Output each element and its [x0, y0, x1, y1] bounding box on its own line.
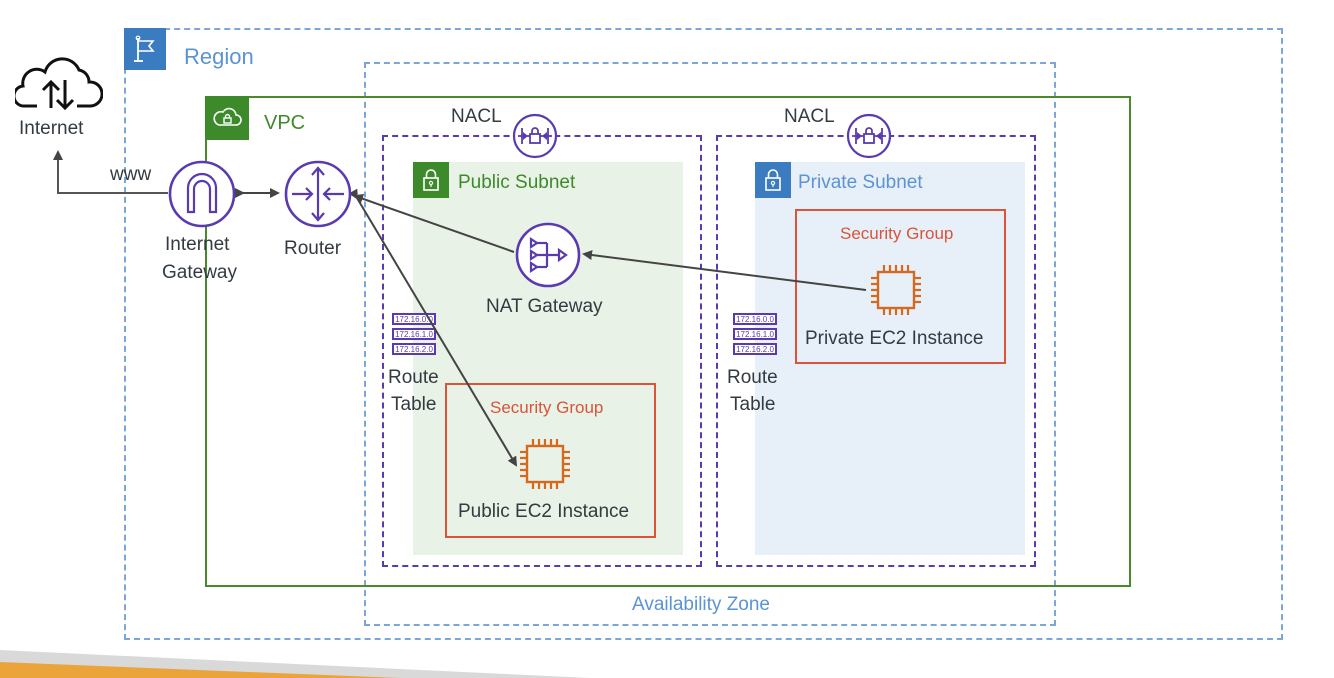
- router-icon: [284, 160, 352, 228]
- route-table-label-line1: Route: [727, 367, 778, 388]
- private-subnet-badge: [755, 162, 791, 198]
- region-boundary: [124, 28, 1283, 640]
- router-public-ec2-arrow: [348, 188, 518, 467]
- security-group-label-private: Security Group: [840, 224, 954, 243]
- private-ec2-to-nat-arrow: [582, 250, 867, 291]
- vpc-boundary: [205, 96, 1131, 587]
- cloud-upload-download-icon: [15, 57, 103, 111]
- internet-gateway-label-line1: Internet: [165, 234, 230, 255]
- private-subnet: [755, 162, 1025, 555]
- footer-decoration: [0, 650, 590, 678]
- security-group-label-public: Security Group: [490, 398, 604, 417]
- www-label: www: [110, 164, 152, 185]
- route-entry: 172.16.2.0: [733, 343, 777, 355]
- nat-to-router-arrow: [353, 193, 515, 253]
- nacl-label-private: NACL: [784, 106, 835, 127]
- nacl-icon: [846, 113, 892, 159]
- ec2-chip-icon: [520, 439, 570, 489]
- public-ec2-label: Public EC2 Instance: [458, 501, 630, 522]
- security-group-private: [795, 209, 1006, 364]
- flag-icon: [134, 35, 155, 62]
- internet-gateway-icon: [168, 160, 236, 228]
- region-badge: [124, 28, 166, 70]
- route-table-label-line2: Table: [730, 394, 776, 415]
- cloud-lock-icon: [213, 107, 242, 126]
- internet-gateway-label-line2: Gateway: [162, 262, 237, 283]
- availability-zone-label: Availability Zone: [632, 594, 771, 615]
- lock-icon: [765, 169, 781, 191]
- route-entry: 172.16.0.0: [733, 313, 777, 325]
- vpc-label: VPC: [264, 112, 306, 134]
- www-arrow: [53, 150, 168, 194]
- private-ec2-label: Private EC2 Instance: [805, 328, 984, 349]
- region-label: Region: [184, 44, 254, 69]
- router-label: Router: [284, 238, 342, 259]
- private-subnet-label: Private Subnet: [798, 172, 923, 193]
- route-entry: 172.16.1.0: [733, 328, 777, 340]
- internet-label: Internet: [19, 118, 84, 139]
- footer-orange-stripe: [0, 662, 400, 678]
- nacl-icon: [512, 113, 558, 159]
- public-subnet-label: Public Subnet: [458, 172, 576, 193]
- ec2-chip-icon: [871, 265, 921, 315]
- nacl-label-public: NACL: [451, 106, 502, 127]
- vpc-badge: [205, 96, 249, 140]
